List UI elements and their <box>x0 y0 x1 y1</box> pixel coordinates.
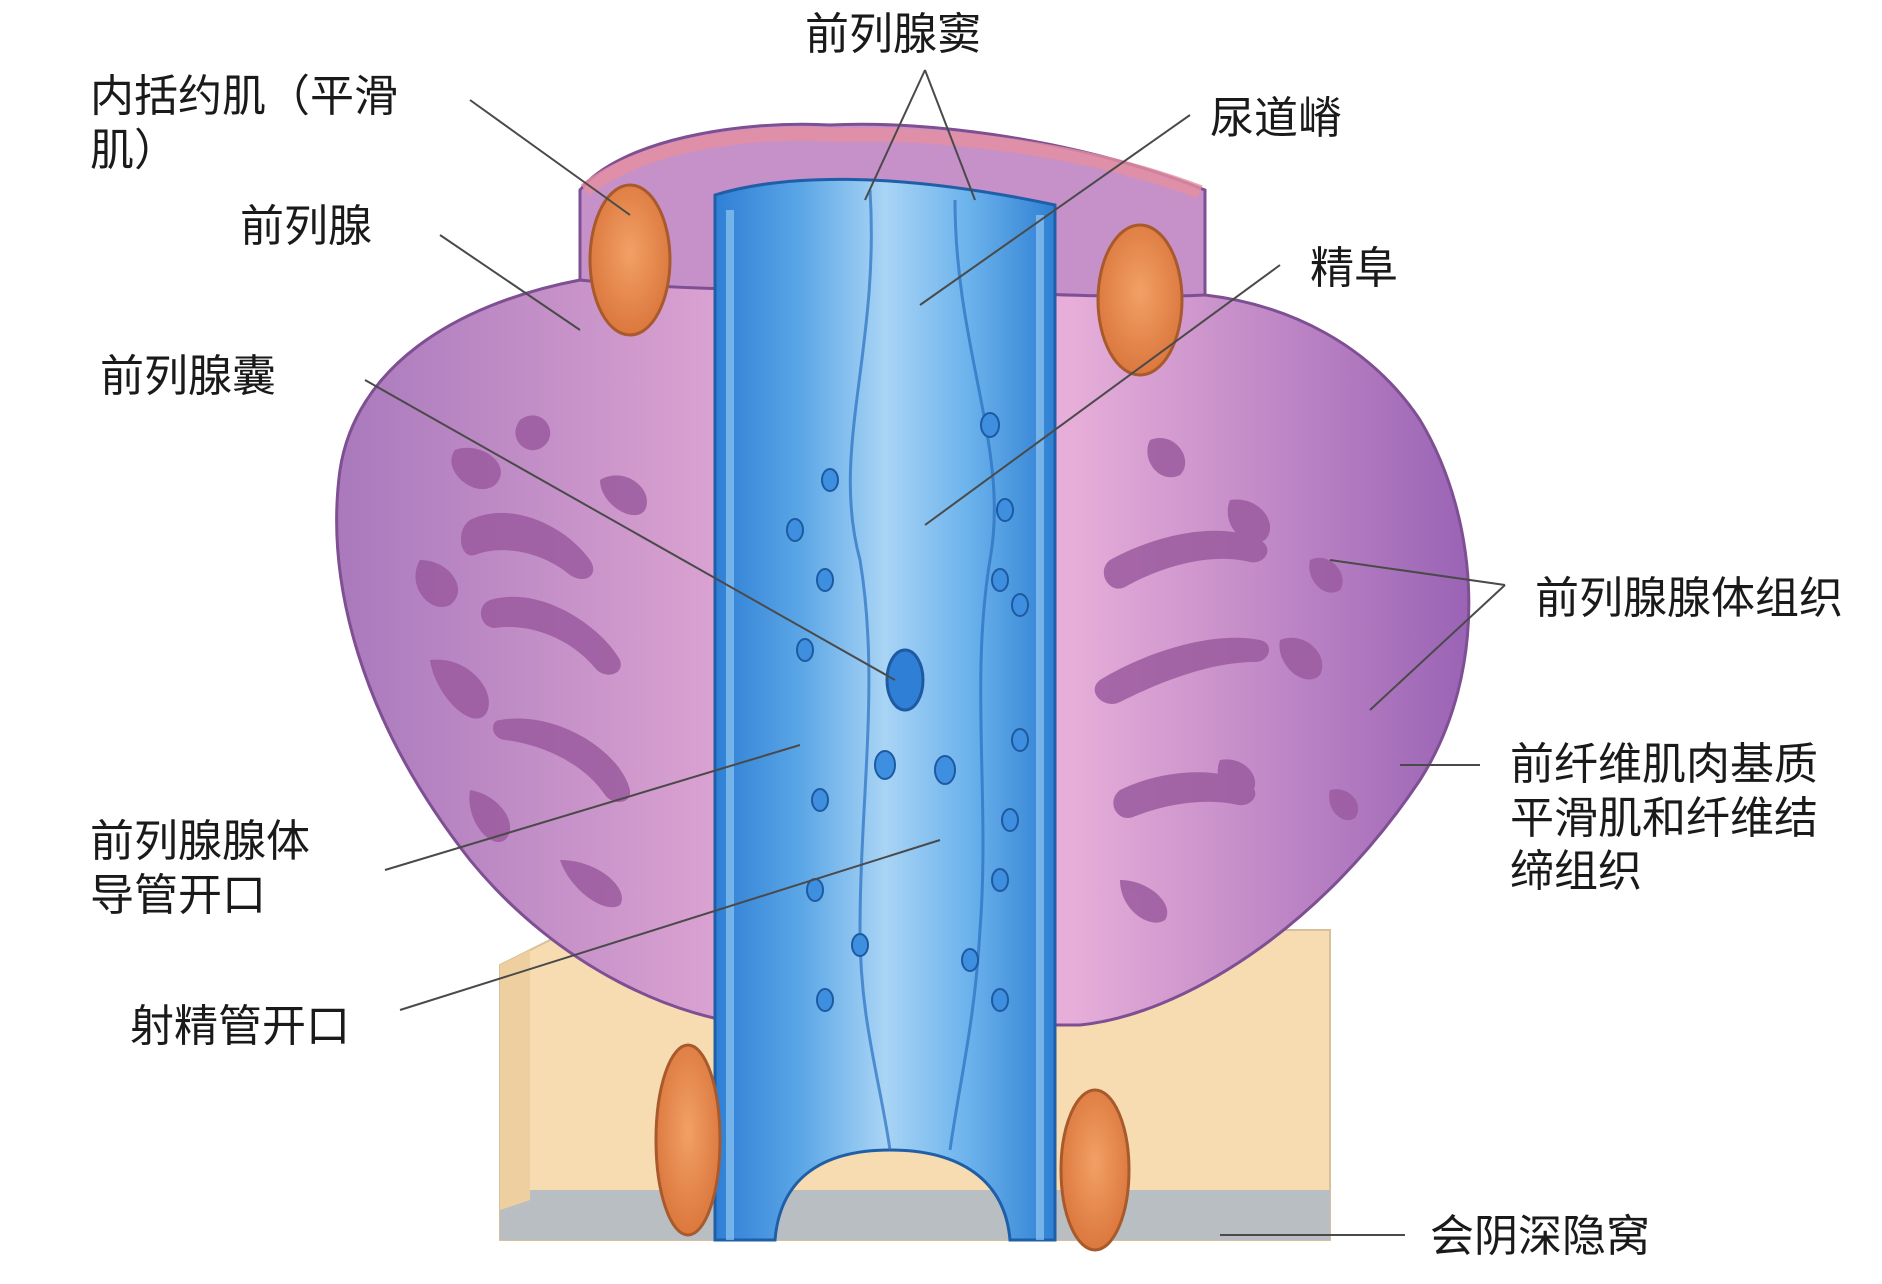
label-prostatic-utricle-text: 前列腺囊 <box>100 351 276 402</box>
label-prostatic-sinus: 前列腺窦 <box>805 8 981 62</box>
label-fibromuscular-line3: 缔组织 <box>1510 846 1642 898</box>
glandular-lobules <box>415 415 1359 923</box>
label-ejaculatory-duct-text: 射精管开口 <box>130 1001 350 1052</box>
label-deep-perineal-pouch: 会阴深隐窝 <box>1430 1210 1650 1264</box>
label-internal-sphincter: 内括约肌（平滑 肌） <box>90 70 398 177</box>
label-fibromuscular-line2: 平滑肌和纤维结 <box>1510 792 1818 844</box>
label-urethral-crest: 尿道嵴 <box>1210 92 1342 146</box>
label-internal-sphincter-line1: 内括约肌（平滑 <box>90 71 398 122</box>
label-prostatic-utricle: 前列腺囊 <box>100 350 276 404</box>
label-glandular-tissue: 前列腺腺体组织 <box>1535 572 1843 626</box>
label-seminal-colliculus-text: 精阜 <box>1310 243 1398 294</box>
label-prostate-text: 前列腺 <box>240 201 372 252</box>
urethra <box>713 177 1057 1242</box>
label-prostate: 前列腺 <box>240 200 372 254</box>
label-prostatic-sinus-text: 前列腺窦 <box>805 9 981 60</box>
label-glandular-tissue-text: 前列腺腺体组织 <box>1535 573 1843 624</box>
label-internal-sphincter-line2: 肌） <box>90 124 178 176</box>
sphincter-muscles <box>588 183 1184 1252</box>
label-fibromuscular-stroma: 前纤维肌肉基质 平滑肌和纤维结 缔组织 <box>1510 738 1818 899</box>
leader-lines <box>364 69 1506 1236</box>
label-duct-openings: 前列腺腺体 导管开口 <box>90 815 310 922</box>
label-fibromuscular-line1: 前纤维肌肉基质 <box>1510 739 1818 790</box>
label-ejaculatory-duct: 射精管开口 <box>130 1000 350 1054</box>
label-duct-openings-line2: 导管开口 <box>90 869 266 921</box>
label-seminal-colliculus: 精阜 <box>1310 242 1398 296</box>
label-duct-openings-line1: 前列腺腺体 <box>90 816 310 867</box>
label-deep-perineal-pouch-text: 会阴深隐窝 <box>1430 1211 1650 1262</box>
label-urethral-crest-text: 尿道嵴 <box>1210 93 1342 144</box>
duct-opening-dots <box>786 412 1029 1012</box>
